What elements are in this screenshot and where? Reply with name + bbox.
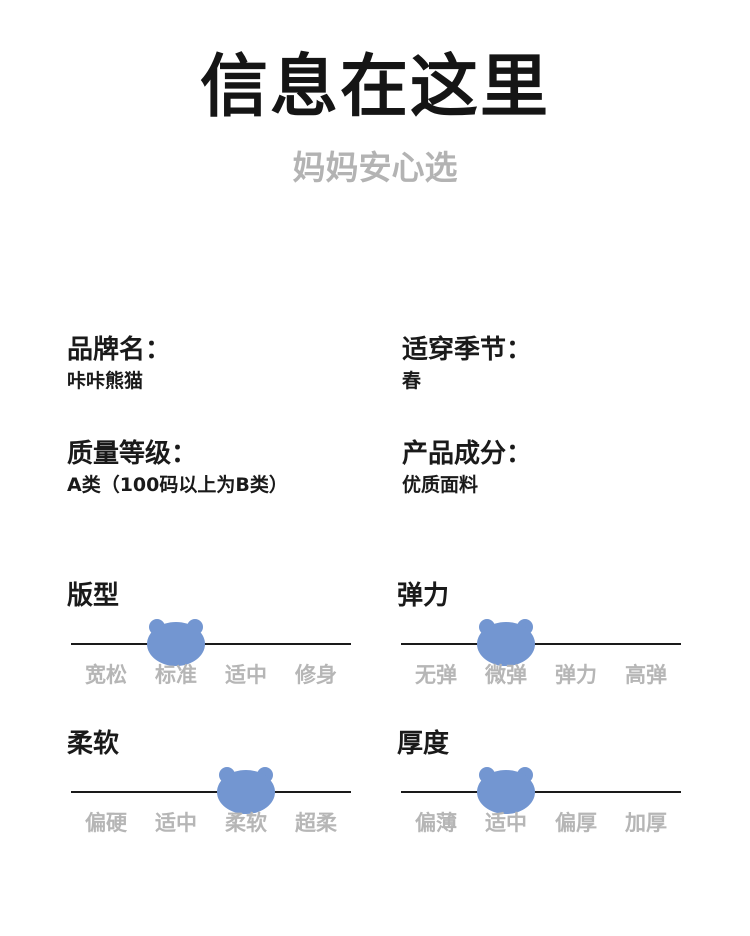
info-brand-label: 品牌名： <box>67 335 172 365</box>
page-title: 信息在这里 <box>199 48 550 127</box>
bear-head-icon <box>477 767 535 814</box>
bear-head-icon <box>217 767 275 814</box>
info-season-value: 春 <box>402 370 422 392</box>
scale-thickness: 厚度 偏薄 适中 偏厚 加厚 <box>397 728 681 858</box>
info-season-label: 适穿季节： <box>402 335 533 365</box>
scale-option: 偏薄 <box>415 811 457 835</box>
scale-option: 柔软 <box>225 811 267 835</box>
scale-option: 修身 <box>295 663 337 687</box>
scale-track <box>401 791 681 793</box>
scale-option: 超柔 <box>295 811 337 835</box>
scale-options: 无弹 微弹 弹力 高弹 <box>401 660 681 690</box>
scale-track <box>71 643 351 645</box>
info-material-label: 产品成分： <box>402 439 533 469</box>
scale-track <box>401 643 681 645</box>
scale-elasticity: 弹力 无弹 微弹 弹力 高弹 <box>397 580 681 710</box>
scale-fit-title: 版型 <box>67 581 120 611</box>
bear-head-icon <box>147 619 205 666</box>
scale-option: 偏硬 <box>85 811 127 835</box>
info-brand: 品牌名： 咔咔熊猫 <box>67 334 171 394</box>
info-season: 适穿季节： 春 <box>402 334 532 394</box>
scale-options: 偏薄 适中 偏厚 加厚 <box>401 808 681 838</box>
scale-elasticity-title: 弹力 <box>397 581 450 611</box>
scale-option: 弹力 <box>555 663 597 687</box>
scale-option: 适中 <box>225 663 267 687</box>
scale-softness: 柔软 偏硬 适中 柔软 超柔 <box>67 728 351 858</box>
info-grade-label: 质量等级： <box>67 439 198 469</box>
scale-option: 加厚 <box>625 811 667 835</box>
scale-option: 微弹 <box>485 663 527 687</box>
info-material: 产品成分： 优质面料 <box>402 438 532 498</box>
scale-option: 宽松 <box>85 663 127 687</box>
scale-thickness-title: 厚度 <box>397 729 450 759</box>
scale-option: 无弹 <box>415 663 457 687</box>
scale-option: 偏厚 <box>555 811 597 835</box>
scale-option: 适中 <box>155 811 197 835</box>
scale-softness-title: 柔软 <box>67 729 120 759</box>
bear-head-icon <box>477 619 535 666</box>
scale-options: 偏硬 适中 柔软 超柔 <box>71 808 351 838</box>
scale-option: 高弹 <box>625 663 667 687</box>
info-material-value: 优质面料 <box>402 474 479 496</box>
page-subtitle: 妈妈安心选 <box>292 148 458 187</box>
scale-options: 宽松 标准 适中 修身 <box>71 660 351 690</box>
scale-track <box>71 791 351 793</box>
scale-option: 适中 <box>485 811 527 835</box>
scale-fit: 版型 宽松 标准 适中 修身 <box>67 580 351 710</box>
info-grade: 质量等级： A类（100码以上为B类） <box>67 438 288 498</box>
info-grade-value: A类（100码以上为B类） <box>67 474 288 496</box>
info-brand-value: 咔咔熊猫 <box>67 370 144 392</box>
scale-option: 标准 <box>155 663 197 687</box>
